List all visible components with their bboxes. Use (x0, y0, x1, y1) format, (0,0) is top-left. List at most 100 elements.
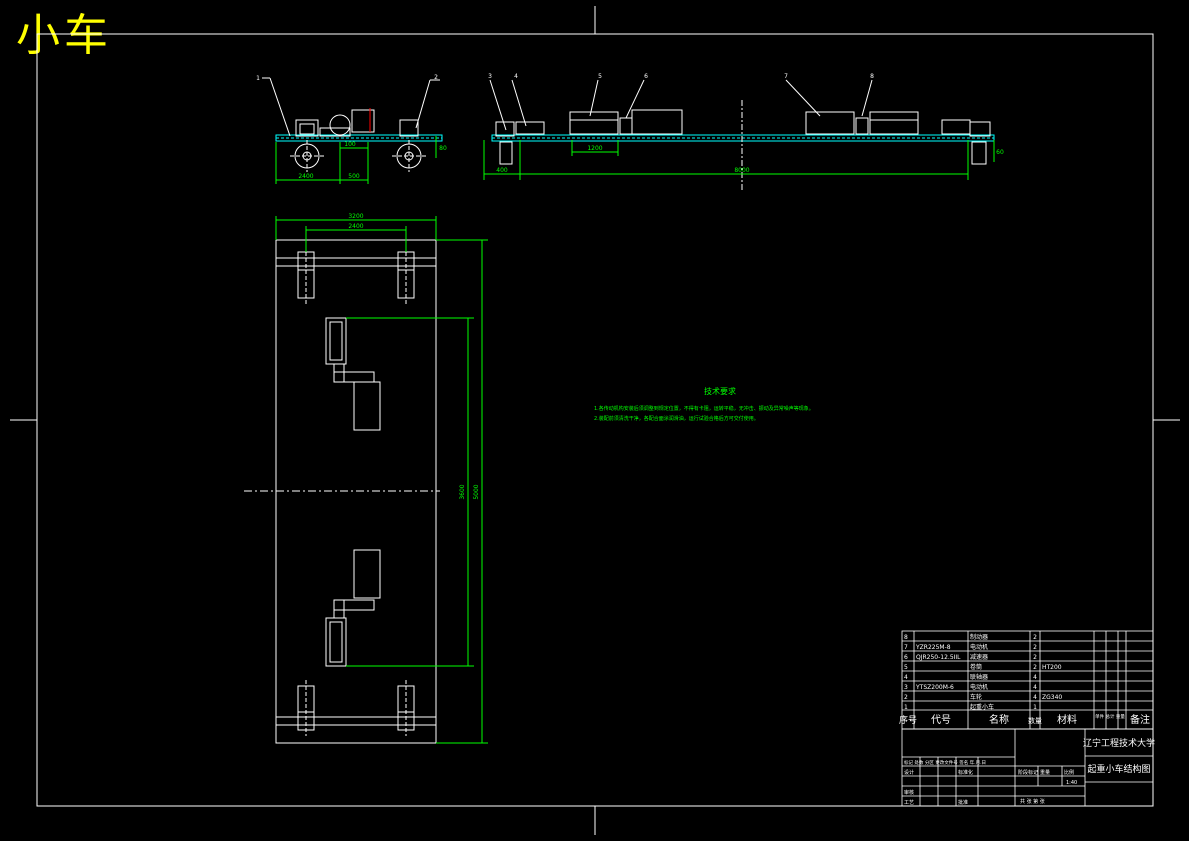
bom-row: 3 YTSZ200M-6 电动机 4 (904, 683, 1037, 691)
notes-line-2: 2.装配前须清洗干净，各配合面涂润滑油，运行试验合格后方可交付使用。 (594, 415, 759, 422)
bom-row: 6 QJR250-12.5IIL 减速器 2 (904, 653, 1037, 661)
bom-cell-no: 2 (904, 694, 908, 701)
bom-header-no: 序号 (899, 714, 917, 726)
motor-front (329, 114, 351, 136)
bom-table (901, 630, 1154, 730)
label-stage: 阶段标记 (1018, 769, 1038, 776)
balloon-1: 1 (256, 75, 260, 82)
change-marks: 标记 处数 分区 更改文件号 签名 年.月.日 (904, 759, 986, 766)
dim-front-small: 100 (344, 141, 356, 148)
drawing-frame (10, 6, 1180, 835)
side-wheel-left (499, 141, 513, 165)
coupling-6 (619, 117, 633, 135)
bom-rows: 8 制动器 2 7 YZR225M-8 电动机 2 6 QJR250-12.5IIL 减速器 2 5 卷… (904, 633, 1062, 711)
balloon-5: 5 (598, 73, 602, 80)
bom-cell-name: 联轴器 (970, 673, 988, 681)
dim-plan-len-outer: 5000 (473, 484, 480, 499)
dim-side-height: 60 (996, 149, 1004, 156)
bom-cell-code: QJR250-12.5IIL (916, 654, 961, 661)
label-process: 工艺 (904, 800, 914, 806)
bom-row: 7 YZR225M-8 电动机 2 (904, 643, 1037, 651)
bom-cell-qty: 2 (1033, 664, 1037, 671)
side-wheel-right (971, 141, 987, 165)
bom-cell-no: 5 (904, 664, 908, 671)
dim-plan-inner: 2400 (348, 223, 363, 230)
dim-front-offset: 500 (348, 173, 360, 180)
wheel-bearing-left (295, 119, 319, 137)
bom-cell-mat: HT200 (1042, 664, 1062, 671)
balloon-6: 6 (644, 73, 648, 80)
bom-cell-name: 电动机 (970, 683, 988, 691)
bom-cell-qty: 2 (1033, 634, 1037, 641)
notes-line-1: 1.各传动机构安装后须调整到规定位置，不得有卡阻，运转平稳，无冲击、振动及异常噪… (594, 405, 814, 412)
balloon-4: 4 (514, 73, 518, 80)
bom-cell-no: 6 (904, 654, 908, 661)
bom-header-note: 备注 (1130, 713, 1150, 726)
dim-front-height: 80 (439, 145, 447, 152)
brake-8 (869, 111, 919, 135)
coupling-4 (515, 121, 545, 135)
bom-cell-code: YTSZ200M-6 (915, 684, 954, 691)
reducer-6 (631, 109, 683, 135)
bom-cell-qty: 1 (1033, 704, 1037, 711)
bom-row: 5 卷筒 2 HT200 (904, 663, 1062, 671)
bom-cell-name: 电动机 (970, 643, 988, 651)
bom-cell-no: 8 (904, 634, 908, 641)
label-scale: 比例 (1064, 769, 1074, 776)
label-review: 审核 (904, 789, 914, 796)
balloon-2: 2 (434, 74, 438, 81)
technical-notes: 技术要求 1.各传动机构安装后须调整到规定位置，不得有卡阻，运转平稳，无冲击、振… (594, 386, 814, 422)
bom-cell-mat: ZG340 (1042, 694, 1062, 701)
bom-cell-no: 1 (904, 704, 908, 711)
bom-row: 1 起重小车 1 (904, 703, 1037, 711)
title-block (901, 728, 1154, 807)
bom-row: 8 制动器 2 (904, 633, 1037, 641)
motor-7 (805, 111, 855, 135)
bom-cell-no: 4 (904, 674, 908, 681)
bom-cell-code: YZR225M-8 (915, 644, 951, 651)
bom-cell-name: 车轮 (970, 693, 982, 701)
bom-header-code: 代号 (931, 714, 951, 726)
plan-motor-lower (353, 549, 381, 599)
bom-header-mat: 材料 (1057, 713, 1077, 726)
bom-row: 2 车轮 4 ZG340 (904, 693, 1062, 701)
bom-cell-qty: 4 (1033, 684, 1037, 691)
bom-header: 序号 代号 名称 数量 材料 单件 总计 重量 备注 (899, 713, 1150, 726)
bom-cell-qty: 2 (1033, 654, 1037, 661)
bom-cell-qty: 4 (1033, 694, 1037, 701)
dim-side-left: 400 (496, 167, 508, 174)
bom-cell-no: 7 (904, 644, 908, 651)
dim-side-mid: 1200 (587, 145, 602, 152)
drum-5 (569, 111, 619, 135)
bom-cell-no: 3 (904, 684, 908, 691)
front-view (262, 77, 443, 184)
sheet-count: 共 张 第 张 (1020, 798, 1045, 805)
balloon-7: 7 (784, 73, 788, 80)
plan-reducer-lower (325, 617, 347, 667)
bom-cell-name: 卷筒 (970, 663, 982, 671)
label-design: 设计 (904, 769, 914, 776)
dim-side-total: 8000 (734, 167, 749, 174)
notes-heading: 技术要求 (704, 386, 736, 396)
title-block-text: 辽宁工程技术大学 起重小车结构图 标记 处数 分区 更改文件号 签名 年.月.日… (904, 737, 1155, 806)
balloon-8: 8 (870, 73, 874, 80)
bom-cell-name: 起重小车 (970, 703, 994, 711)
label-weight: 重量 (1040, 769, 1050, 776)
bom-cell-qty: 2 (1033, 644, 1037, 651)
front-view-labels: 1 2 2400 500 100 80 (256, 74, 447, 180)
bom-cell-qty: 4 (1033, 674, 1037, 681)
bom-cell-name: 减速器 (970, 653, 988, 661)
plan-view (244, 216, 488, 744)
balloon-3: 3 (488, 73, 492, 80)
side-view (483, 79, 995, 192)
scale-value: 1:40 (1066, 780, 1077, 786)
bom-cell-name: 制动器 (970, 633, 988, 641)
bom-header-weight: 单件 总计 重量 (1095, 713, 1125, 720)
dim-plan-width: 3200 (348, 213, 363, 220)
bom-header-name: 名称 (989, 713, 1009, 726)
dim-front-gauge: 2400 (298, 173, 313, 180)
plan-reducer-upper (325, 317, 347, 365)
drawing-name: 起重小车结构图 (1087, 763, 1150, 775)
label-std: 标准化 (958, 769, 973, 776)
